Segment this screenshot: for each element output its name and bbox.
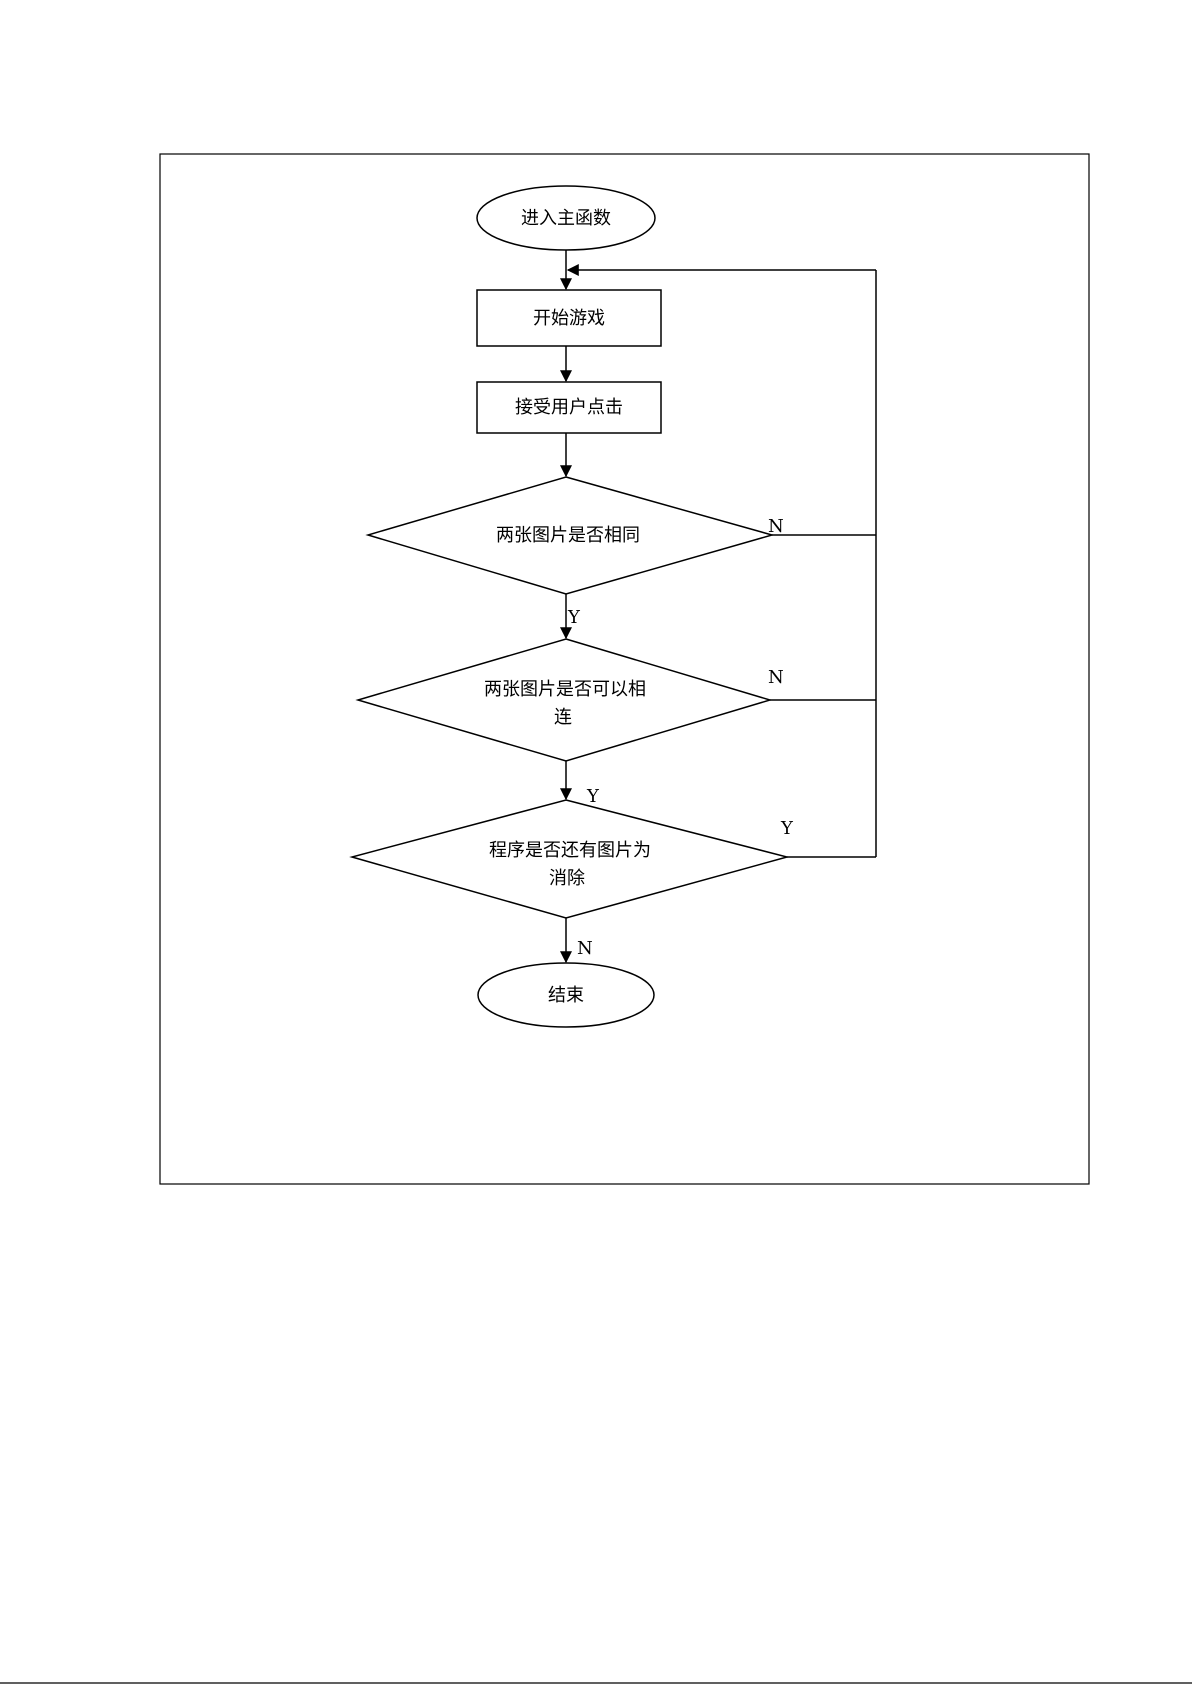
receive-click-label: 接受用户点击 xyxy=(515,397,623,418)
decision-remaining-label-line1: 程序是否还有图片为 xyxy=(489,840,651,861)
end-node-label: 结束 xyxy=(548,985,584,1006)
edge-label-remaining-yes: Y xyxy=(780,818,794,839)
decision-remaining-label-line2: 消除 xyxy=(549,868,585,889)
edge-label-connect-no: N xyxy=(768,667,784,688)
decision-connect-label-line2: 连 xyxy=(554,707,572,728)
start-game-label: 开始游戏 xyxy=(533,308,605,329)
start-node-label: 进入主函数 xyxy=(521,208,611,229)
edge-label-same-yes: Y xyxy=(567,607,581,628)
decision-connect-label-line1: 两张图片是否可以相 xyxy=(484,679,646,700)
edge-label-connect-yes: Y xyxy=(586,786,600,807)
edge-label-remaining-no: N xyxy=(577,938,593,959)
decision-connect-node xyxy=(358,639,770,761)
edge-label-same-no: N xyxy=(768,516,784,537)
decision-same-label: 两张图片是否相同 xyxy=(496,525,640,546)
